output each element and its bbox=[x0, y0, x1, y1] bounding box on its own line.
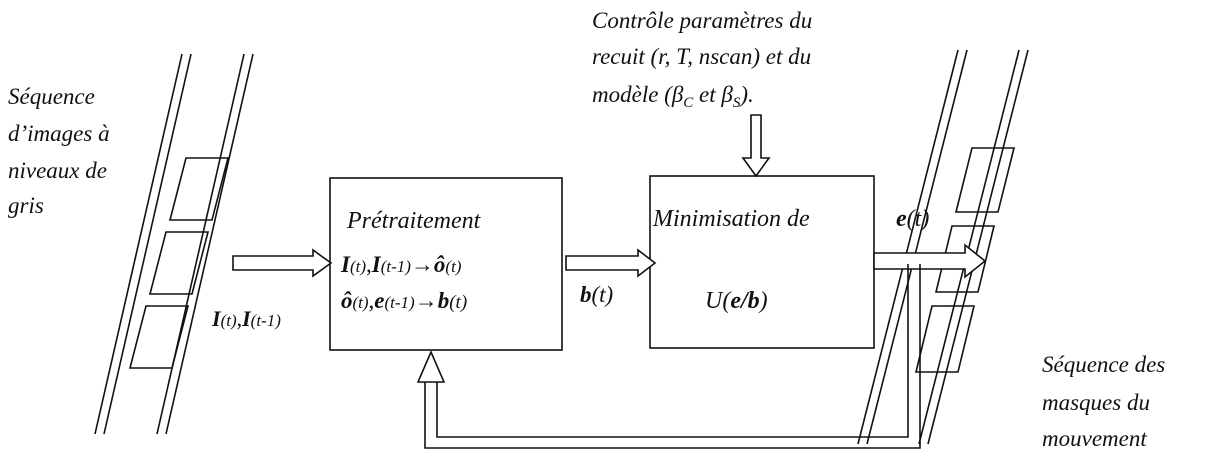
pretraitement-block bbox=[329, 177, 563, 351]
comma: , bbox=[369, 288, 375, 313]
input-seq-line-2: d’images à bbox=[8, 121, 110, 146]
input-seq-line-3: niveaux de bbox=[8, 158, 107, 183]
control-line-2: recuit (r, T, nscan) et du bbox=[592, 44, 811, 69]
feedback-outer-line bbox=[424, 264, 921, 449]
pretraitement-equation-2: ô(t),e(t-1)→b(t) bbox=[341, 288, 467, 313]
output-seq-line-2: masques du bbox=[1042, 390, 1150, 415]
input-seq-line-1: Séquence bbox=[8, 84, 95, 109]
input-film-rail bbox=[103, 53, 192, 435]
input-film-frame bbox=[148, 231, 210, 295]
b-signal-arrow bbox=[565, 248, 657, 278]
t-arg: (t) bbox=[449, 292, 467, 313]
output-film-rail bbox=[918, 49, 1020, 445]
control-line-3-mid: et β bbox=[693, 82, 733, 107]
t-arg: (t) bbox=[221, 311, 237, 330]
o-hat-symbol: ô bbox=[341, 288, 353, 313]
input-signal-label: I(t),I(t-1) bbox=[211, 306, 281, 331]
control-line-1: Contrôle paramètres du bbox=[592, 8, 812, 33]
minimisation-block bbox=[649, 175, 875, 349]
input-seq-line-4: gris bbox=[8, 193, 44, 218]
u-suffix: ) bbox=[758, 288, 768, 314]
feedback-arrowhead bbox=[416, 349, 446, 383]
comma: , bbox=[366, 252, 372, 277]
b-signal-label: b(t) bbox=[580, 282, 613, 307]
b-symbol: b bbox=[438, 288, 450, 313]
beta-s-subscript: S bbox=[733, 95, 741, 111]
output-seq-line-1: Séquence des bbox=[1042, 352, 1165, 377]
input-film-strip bbox=[94, 53, 254, 435]
i-symbol: I bbox=[371, 252, 382, 277]
output-arrow bbox=[873, 243, 987, 279]
output-film-rail bbox=[857, 49, 959, 445]
e-symbol: e bbox=[374, 288, 384, 313]
control-arrow bbox=[741, 114, 771, 178]
control-parameters-label: Contrôle paramètres du recuit (r, T, nsc… bbox=[592, 8, 812, 111]
control-line-3: modèle (βC et βS). bbox=[592, 82, 754, 111]
e-signal-label: e(t) bbox=[896, 206, 929, 232]
minimisation-title: Minimisation de bbox=[652, 206, 810, 232]
energy-function-label: U(e/b) bbox=[705, 288, 768, 314]
t-arg: (t) bbox=[445, 257, 461, 276]
t-minus-1-arg: (t-1) bbox=[385, 293, 416, 312]
t-arg: (t) bbox=[907, 206, 930, 232]
slash: / bbox=[739, 288, 750, 314]
beta-c-subscript: C bbox=[683, 95, 694, 111]
input-film-frame bbox=[168, 157, 230, 221]
pretraitement-title: Prétraitement bbox=[346, 208, 482, 234]
t-minus-1-arg: (t-1) bbox=[251, 311, 282, 330]
output-film-rail bbox=[866, 49, 968, 445]
feedback-arrow bbox=[416, 264, 921, 449]
input-film-rail bbox=[156, 53, 245, 435]
t-arg: (t) bbox=[350, 257, 366, 276]
input-film-frame bbox=[128, 305, 190, 369]
output-sequence-label: Séquence des masques du mouvement bbox=[1042, 352, 1165, 451]
o-hat-symbol: ô bbox=[434, 252, 446, 277]
e-symbol: e bbox=[730, 288, 741, 314]
i-symbol: I bbox=[340, 252, 351, 277]
output-seq-line-3: mouvement bbox=[1042, 426, 1147, 451]
pretraitement-equation-1: I(t),I(t-1)→ô(t) bbox=[340, 252, 462, 277]
t-minus-1-arg: (t-1) bbox=[381, 257, 412, 276]
comma: , bbox=[237, 306, 243, 331]
t-arg: (t) bbox=[353, 293, 369, 312]
output-film-strip bbox=[857, 49, 1029, 445]
u-prefix: U( bbox=[705, 288, 732, 314]
output-film-rail bbox=[927, 49, 1029, 445]
input-sequence-label: Séquence d’images à niveaux de gris bbox=[8, 84, 110, 218]
t-arg: (t) bbox=[592, 282, 614, 307]
input-arrow bbox=[232, 248, 333, 278]
b-symbol: b bbox=[580, 282, 592, 307]
control-line-3-suffix: ). bbox=[738, 82, 753, 107]
i-symbol: I bbox=[211, 306, 222, 331]
output-film-frame bbox=[954, 147, 1016, 213]
b-symbol: b bbox=[748, 288, 760, 314]
e-symbol: e bbox=[896, 206, 907, 232]
feedback-inner-line bbox=[436, 264, 909, 438]
i-symbol: I bbox=[241, 306, 252, 331]
input-film-rail bbox=[94, 53, 183, 435]
input-film-rail bbox=[165, 53, 254, 435]
output-film-frame bbox=[934, 225, 996, 293]
implies-arrow: → bbox=[415, 288, 438, 313]
output-film-frame bbox=[914, 305, 976, 373]
control-line-3-prefix: modèle (β bbox=[592, 82, 684, 107]
implies-arrow: → bbox=[411, 252, 434, 277]
